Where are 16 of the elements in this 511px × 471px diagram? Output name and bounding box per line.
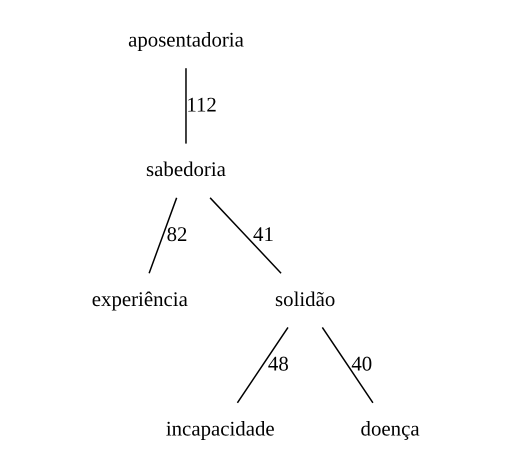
node-text: aposentadoria xyxy=(128,28,244,52)
node-text: sabedoria xyxy=(146,157,226,182)
edge-label: 40 xyxy=(350,352,372,376)
edge-label: 82 xyxy=(166,222,187,246)
edge-label: 48 xyxy=(267,352,288,376)
edge-label: 112 xyxy=(186,92,216,116)
connector xyxy=(184,68,186,144)
connector xyxy=(236,327,288,404)
connector xyxy=(209,197,282,274)
node-text: incapacidade xyxy=(165,416,274,440)
edge-label: 41 xyxy=(252,222,274,246)
connector xyxy=(148,198,177,274)
connector xyxy=(321,327,374,404)
node-text: solidão xyxy=(274,286,335,311)
node-text: doença xyxy=(360,416,420,440)
node-text: experiência xyxy=(91,286,188,311)
